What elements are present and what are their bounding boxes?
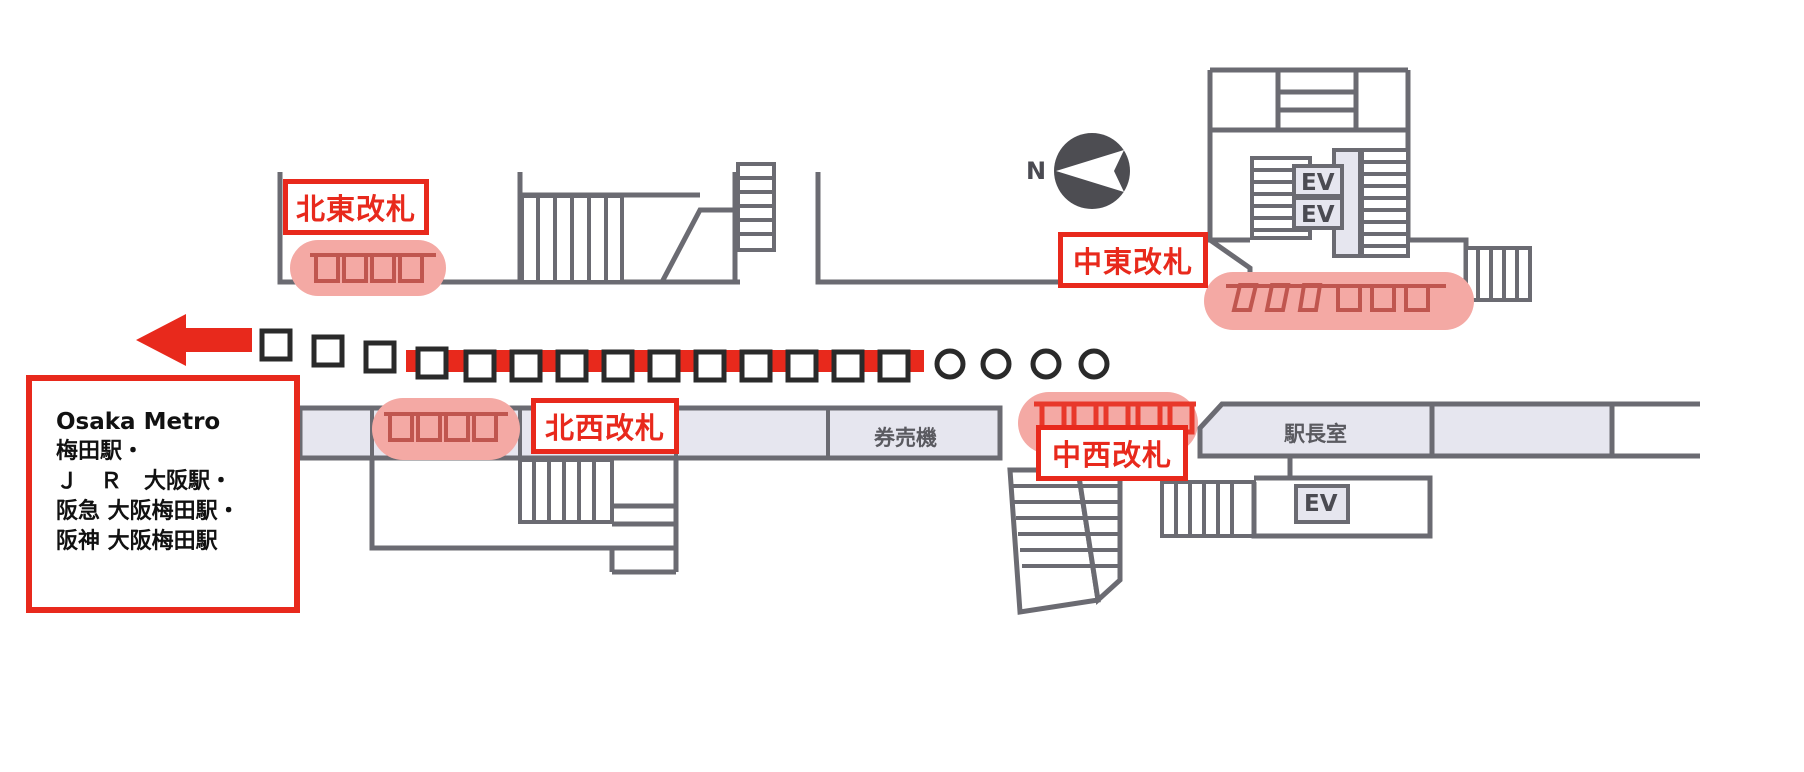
- compass-north-letter: N: [1026, 157, 1047, 185]
- stair-markers: [259, 328, 911, 383]
- central-east-gate-units: [1226, 283, 1446, 312]
- lower-right-elevator: [1251, 475, 1433, 539]
- elevator-label-top-1: EV: [1301, 170, 1335, 196]
- gate-label-central-east[interactable]: 中東改札: [1058, 232, 1208, 288]
- northeast-gate-units: [310, 253, 436, 283]
- lower-concourse: [227, 392, 1700, 615]
- station-name-line-3: Ｊ Ｒ 大阪駅・: [56, 469, 233, 494]
- gate-label-northeast[interactable]: 北東改札: [283, 179, 429, 235]
- ticket-machine-label: 券売機: [874, 426, 937, 450]
- center-top-stairs: [736, 162, 776, 252]
- station-name-line-4: 阪急 大阪梅田駅・: [56, 499, 240, 524]
- northwest-stairs: [518, 458, 614, 524]
- lower-right-stairs: [1160, 480, 1256, 538]
- east-end-stairs: [1464, 246, 1532, 302]
- station-name-line-5: 阪神 大阪梅田駅: [56, 529, 218, 554]
- compass-rose: [1054, 133, 1130, 209]
- elevator-label-top-2: EV: [1301, 202, 1335, 228]
- stationmaster-office-label: 駅長室: [1284, 422, 1347, 446]
- elevator-label-backplates: [1292, 164, 1344, 230]
- northwest-gate-highlight: [372, 398, 520, 460]
- circle-markers: [934, 348, 1110, 380]
- station-name-line-2: 梅田駅・: [56, 439, 145, 464]
- northeast-stairs: [520, 194, 624, 284]
- central-east-escalator-right: [1360, 148, 1410, 258]
- station-name-line-1: Osaka Metro: [56, 409, 221, 435]
- gate-label-northwest[interactable]: 北西改札: [531, 398, 679, 454]
- northeast-gate-highlight: [290, 240, 446, 296]
- platform-marker-row: [136, 314, 1110, 383]
- gate-label-central-west[interactable]: 中西改札: [1036, 425, 1188, 481]
- elevator-label-bottom: EV: [1304, 491, 1338, 517]
- stationmaster-area: [1197, 401, 1700, 481]
- station-name-box: Osaka Metro 梅田駅・ Ｊ Ｒ 大阪駅・ 阪急 大阪梅田駅・ 阪神 大…: [26, 375, 300, 613]
- west-direction-arrow: [136, 314, 252, 366]
- northwest-gate-units: [384, 412, 508, 442]
- central-east-gate-highlight: [1204, 272, 1474, 330]
